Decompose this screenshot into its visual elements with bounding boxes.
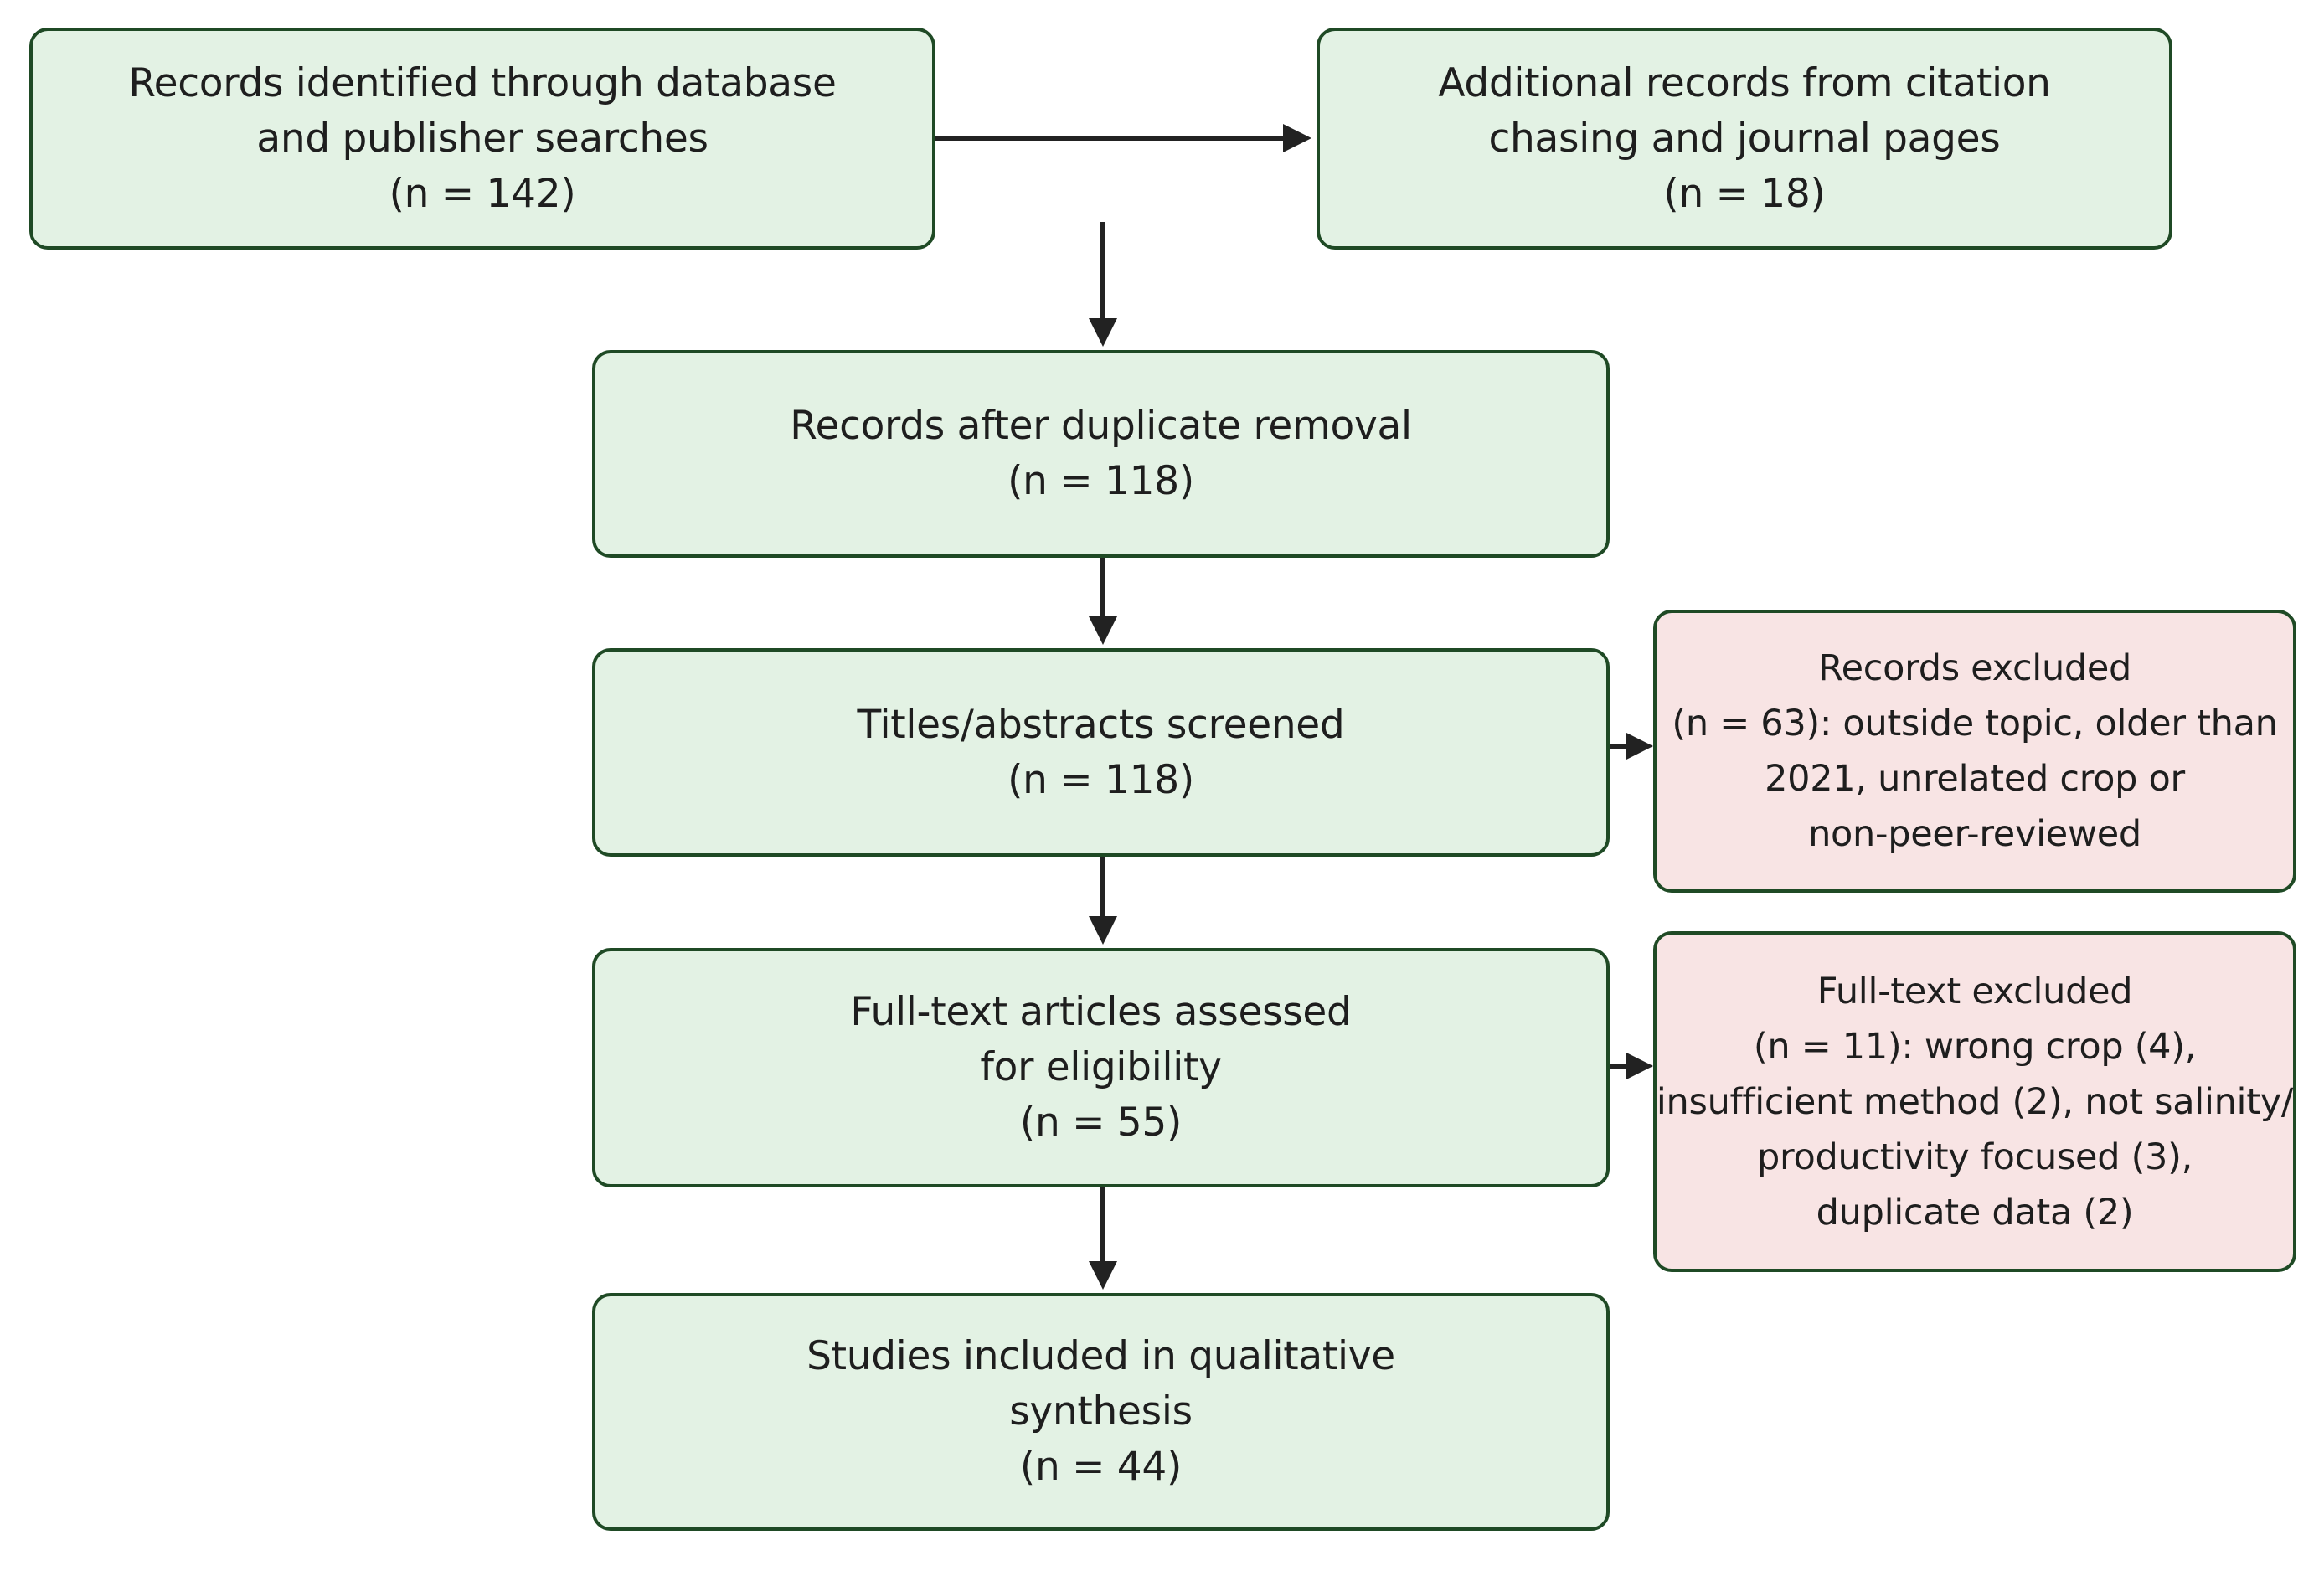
screened-box: Titles/abstracts screened (n = 118)	[592, 648, 1610, 857]
additional-records-count: (n = 18)	[1663, 170, 1826, 217]
records-excluded-box: Records excluded (n = 63): outside topic…	[1653, 610, 2296, 893]
arrow-after-duplicates-to-screened	[1089, 558, 1117, 645]
records-identified-count: (n = 142)	[389, 170, 576, 217]
records-identified-line-1: Records identified through database	[128, 59, 837, 106]
fulltext-excluded-line-5: duplicate data (2)	[1816, 1191, 2134, 1234]
fulltext-excluded-box: Full-text excluded (n = 11): wrong crop …	[1653, 931, 2296, 1272]
additional-records-line-1: Additional records from citation	[1438, 59, 2051, 106]
records-excluded-line-3: 2021, unrelated crop or	[1765, 758, 2185, 800]
arrow-fulltext-to-fulltext-excluded	[1610, 1053, 1653, 1079]
fulltext-assessed-box: Full-text articles assessed for eligibil…	[592, 948, 1610, 1187]
studies-included-line-1: Studies included in qualitative	[806, 1333, 1395, 1379]
fulltext-excluded-line-1: Full-text excluded	[1816, 970, 2133, 1012]
records-excluded-line-2: (n = 63): outside topic, older than	[1672, 703, 2278, 744]
arrow-to-after-duplicates	[1089, 222, 1117, 347]
records-excluded-line-4: non-peer-reviewed	[1808, 813, 2141, 855]
records-identified-box: Records identified through database and …	[29, 28, 935, 250]
fulltext-excluded-line-2: (n = 11): wrong crop (4),	[1753, 1025, 2197, 1068]
arrow-fulltext-to-included	[1089, 1187, 1117, 1290]
after-duplicates-line-1: Records after duplicate removal	[790, 403, 1412, 449]
arrow-screened-to-fulltext	[1089, 857, 1117, 945]
fulltext-excluded-line-4: productivity focused (3),	[1757, 1136, 2193, 1178]
screened-line-1: Titles/abstracts screened	[857, 701, 1345, 748]
studies-included-count: (n = 44)	[1019, 1444, 1183, 1490]
fulltext-assessed-line-1: Full-text articles assessed	[850, 989, 1352, 1035]
arrow-screened-to-records-excluded	[1610, 733, 1653, 760]
records-identified-line-2: and publisher searches	[256, 115, 709, 162]
fulltext-assessed-line-2: for eligibility	[980, 1044, 1222, 1090]
arrow-identified-to-additional	[935, 124, 1311, 152]
fulltext-assessed-count: (n = 55)	[1019, 1100, 1183, 1146]
screened-count: (n = 118)	[1007, 756, 1194, 803]
studies-included-line-2: synthesis	[1009, 1388, 1193, 1435]
additional-records-line-2: chasing and journal pages	[1488, 115, 2001, 162]
fulltext-excluded-line-3: insufficient method (2), not salinity/	[1656, 1080, 2294, 1123]
after-duplicates-box: Records after duplicate removal (n = 118…	[592, 350, 1610, 558]
after-duplicates-count: (n = 118)	[1007, 458, 1194, 504]
studies-included-box: Studies included in qualitative synthesi…	[592, 1293, 1610, 1531]
records-excluded-line-1: Records excluded	[1817, 647, 2132, 689]
additional-records-box: Additional records from citation chasing…	[1317, 28, 2172, 250]
